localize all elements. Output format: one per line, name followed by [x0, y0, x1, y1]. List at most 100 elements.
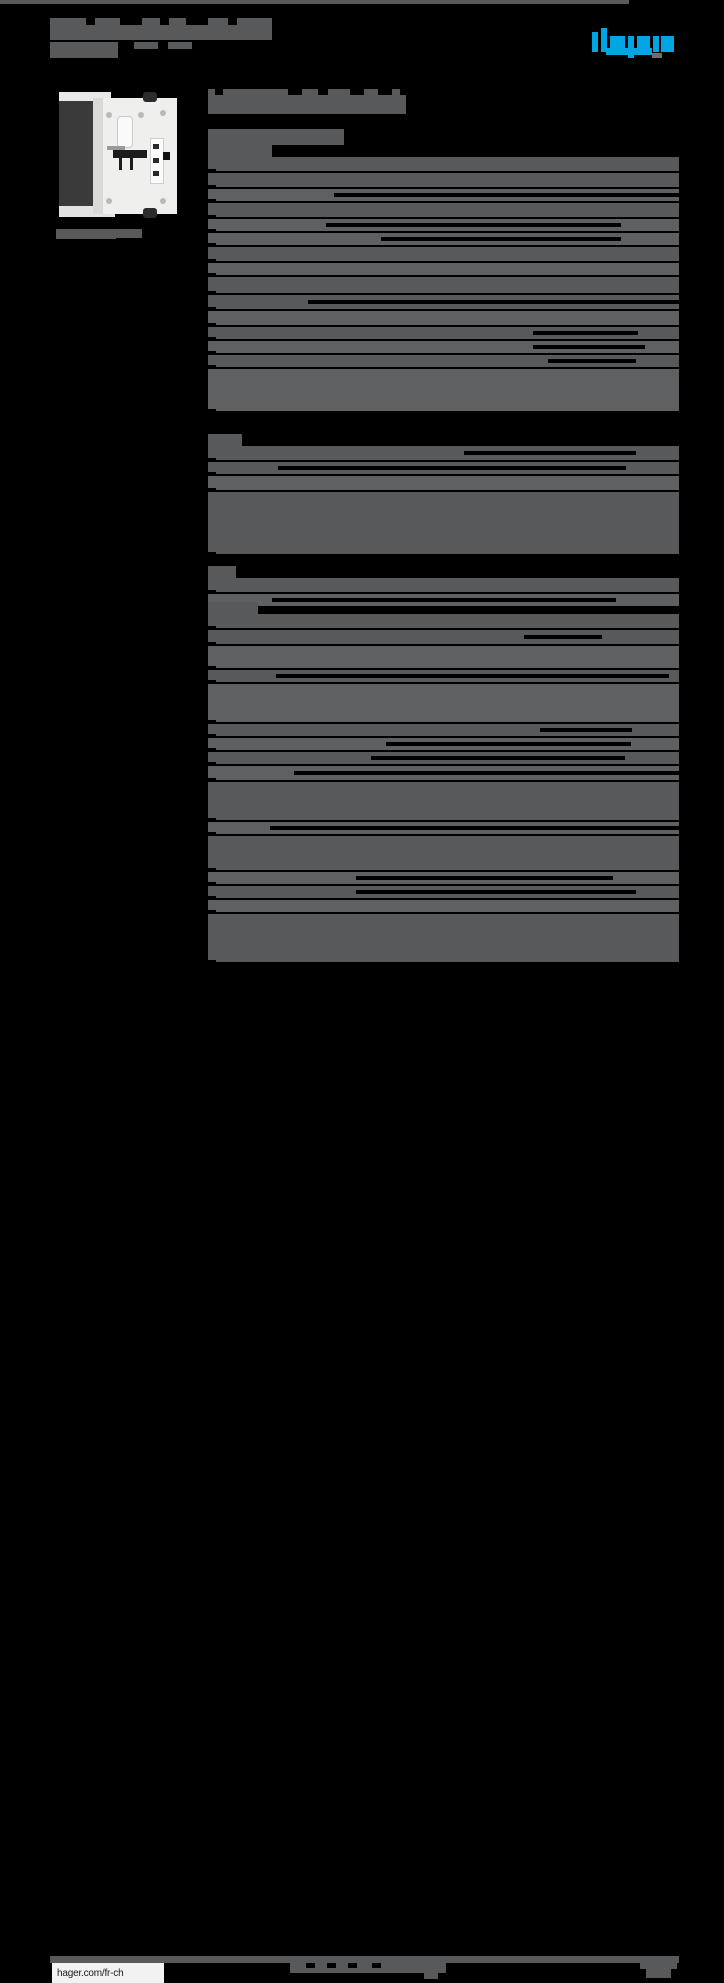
- table-row: [208, 856, 679, 870]
- row-separator-tick: [208, 642, 216, 645]
- row-separator-tick: [208, 896, 216, 899]
- row-divider: [208, 367, 679, 369]
- row-divider: [208, 490, 679, 492]
- value-leader-gap: [272, 598, 616, 602]
- row-separator-tick: [208, 778, 216, 781]
- row-separator-tick: [208, 720, 216, 723]
- page-title-glyph-gap: [318, 89, 328, 95]
- table-row: [208, 341, 679, 353]
- row-divider: [208, 764, 679, 766]
- footer-glyph-gap: [327, 1963, 336, 1968]
- value-leader-gap: [270, 826, 679, 830]
- value-leader-gap: [464, 451, 636, 455]
- table-row: [208, 203, 679, 217]
- row-separator-tick: [208, 832, 216, 835]
- table-row: [208, 247, 679, 261]
- value-leader-gap: [356, 890, 636, 894]
- table-row: [208, 914, 679, 962]
- row-divider: [208, 171, 679, 173]
- table-row: [208, 446, 679, 460]
- table-row: [208, 355, 679, 367]
- product-backplate-top-rail: [59, 92, 111, 101]
- product-image-caption: [56, 229, 142, 238]
- row-separator-tick: [208, 734, 216, 737]
- product-pin: [119, 158, 122, 170]
- page-title-glyph-gap: [378, 89, 392, 95]
- product-contact-bar: [113, 150, 147, 158]
- product-terminal-block: [163, 152, 170, 160]
- product-image: [55, 88, 195, 239]
- page-title-glyph-gap: [400, 89, 408, 95]
- row-divider: [208, 201, 679, 203]
- value-leader-gap: [548, 359, 636, 363]
- row-separator-tick: [208, 882, 216, 885]
- hager-logo[interactable]: [592, 28, 674, 58]
- row-divider: [208, 293, 679, 295]
- table-row: [208, 724, 679, 736]
- row-divider: [208, 898, 679, 900]
- value-leader-gap: [308, 300, 679, 304]
- table-row: [208, 836, 679, 858]
- document-subtitle-fragment: [134, 42, 158, 49]
- row-divider: [208, 644, 679, 646]
- value-leader-gap: [294, 771, 679, 775]
- row-separator-tick: [208, 472, 216, 475]
- row-separator-tick: [208, 488, 216, 491]
- table-row: [208, 369, 679, 411]
- footer-glyph-gap: [306, 1963, 315, 1968]
- section-heading: [208, 145, 272, 157]
- page-subtitle: [208, 129, 344, 145]
- row-divider: [208, 411, 679, 413]
- row-divider: [208, 217, 679, 219]
- product-screw: [160, 110, 166, 116]
- footer-glyph-gap: [372, 1963, 381, 1968]
- row-separator-tick: [208, 323, 216, 326]
- footer-url-badge[interactable]: hager.com/fr-ch: [52, 1963, 164, 1983]
- product-lever: [117, 116, 133, 148]
- value-leader-gap: [533, 331, 638, 335]
- product-image-caption-line2: [56, 235, 116, 239]
- page-title-glyph-gap: [215, 89, 223, 95]
- table-row: [208, 684, 679, 722]
- row-separator-tick: [208, 243, 216, 246]
- row-separator-tick: [208, 307, 216, 310]
- section-heading: [208, 844, 246, 856]
- row-separator-tick: [208, 552, 216, 555]
- header-divider: [0, 0, 629, 4]
- row-separator-tick: [208, 680, 216, 683]
- product-pin: [130, 158, 133, 170]
- value-leader-gap: [381, 237, 621, 241]
- row-divider: [208, 592, 679, 594]
- logo-stroke: [592, 32, 598, 52]
- row-separator-tick: [208, 409, 216, 412]
- row-divider: [208, 474, 679, 476]
- row-divider: [208, 554, 679, 556]
- title-glyph-gap: [120, 18, 142, 25]
- row-divider: [208, 750, 679, 752]
- product-terminal-hole: [153, 144, 159, 149]
- row-divider: [208, 606, 679, 608]
- row-separator-tick: [208, 215, 216, 218]
- row-separator-tick: [208, 666, 216, 669]
- row-separator-tick: [208, 748, 216, 751]
- table-row: [208, 578, 679, 592]
- table-row: [208, 614, 679, 628]
- footer-page-number: [640, 1957, 677, 1969]
- table-row: [208, 173, 679, 187]
- table-row: [208, 782, 679, 820]
- row-separator-tick: [208, 762, 216, 765]
- document-subtitle-fragment: [168, 42, 192, 49]
- row-separator-tick: [208, 458, 216, 461]
- table-row: [208, 277, 679, 293]
- row-separator-tick: [208, 169, 216, 172]
- value-leader-gap: [334, 193, 679, 197]
- footer-divider: [50, 1956, 679, 1963]
- value-leader-gap: [356, 876, 613, 880]
- product-screw: [138, 112, 144, 118]
- row-separator-tick: [208, 590, 216, 593]
- table-row: [208, 327, 679, 339]
- row-divider: [208, 245, 679, 247]
- row-separator-tick: [208, 185, 216, 188]
- row-divider: [208, 870, 679, 872]
- footer-page-number-line2: [646, 1969, 671, 1978]
